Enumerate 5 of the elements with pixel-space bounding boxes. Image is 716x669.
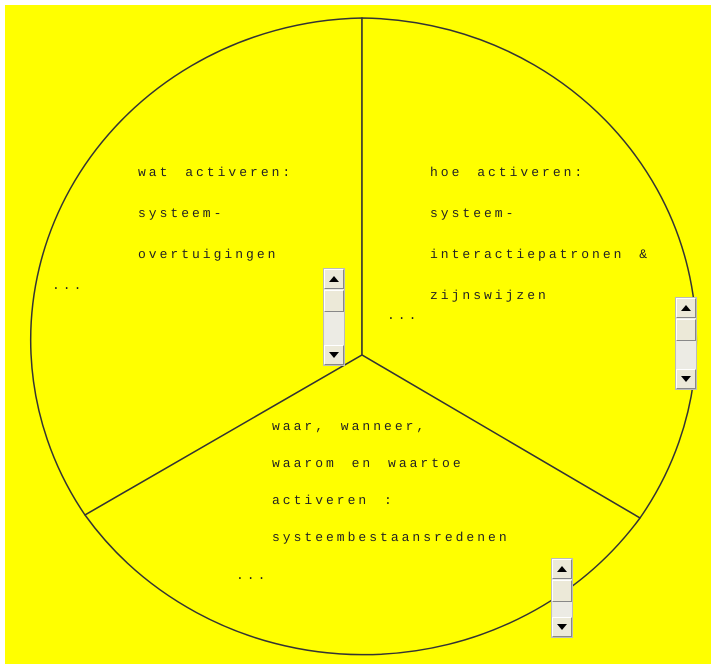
sector-heading: wat activeren: systeem- overtuigingen bbox=[138, 164, 294, 264]
ellipsis-text: ... bbox=[52, 277, 82, 295]
sector-heading: hoe activeren: systeem- interactiepatronen & zijnswijzen bbox=[430, 164, 652, 305]
ellipsis-text: ... bbox=[387, 307, 417, 325]
ellipsis-text: ... bbox=[236, 567, 266, 585]
